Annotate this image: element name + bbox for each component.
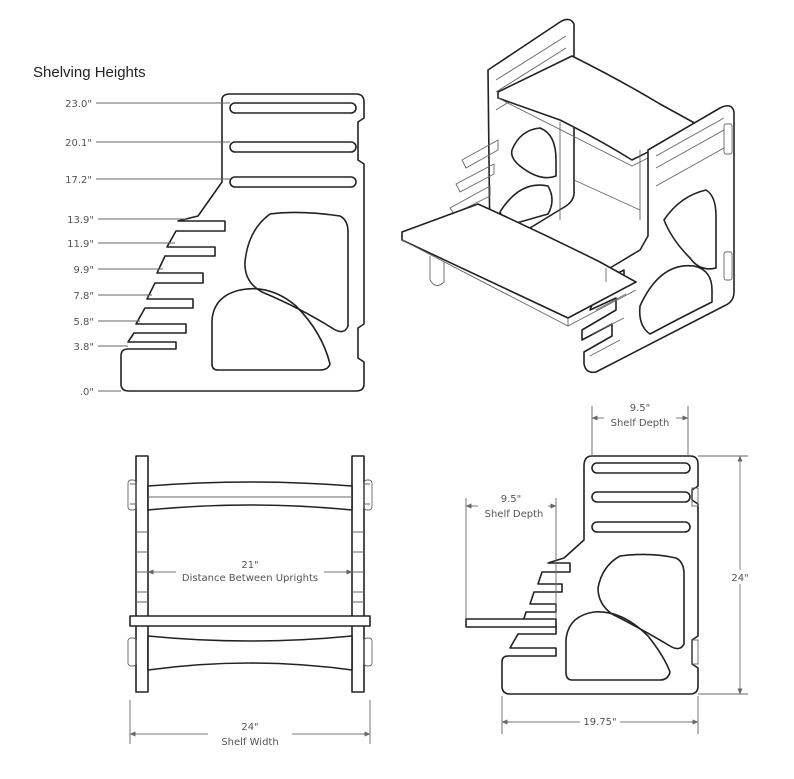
side-slot-3 [591,521,691,533]
cutout-upper [244,211,349,333]
left-upright [135,455,149,693]
width-label: Shelf Width [221,737,278,748]
front-bottom-board [129,615,371,627]
page-title: Shelving Heights [33,64,146,81]
iso-front-panel [581,104,735,374]
height-label-13: 13.9" [67,215,94,226]
slot-17 [229,176,357,188]
front-top-shelf [147,481,353,511]
cutout-lower [211,287,331,371]
side-panel-outline [120,93,365,392]
isometric-view [401,18,735,374]
height-label-3: 3.8" [73,342,94,353]
front-view: 21" Distance Between Uprights 24" Shelf … [127,455,373,748]
depth-left-value: 9.5" [501,494,522,505]
height-value: 24" [731,573,748,584]
height-label-17: 17.2" [65,175,92,186]
side-elevation: 9.5" Shelf Depth 9.5" Shelf Depth 24" 19… [465,400,752,734]
slot-23 [229,102,357,114]
height-label-23: 23.0" [65,99,92,110]
heights-profile: 23.0" 20.1" 17.2" 13.9" 11.9" 9.9" 7.8" … [65,93,365,398]
height-label-0: .0" [80,387,94,398]
front-bottom-shelf [147,635,353,671]
height-leaders [96,102,230,392]
depth-left-label: Shelf Depth [485,509,544,520]
depth-top-label: Shelf Depth [611,418,670,429]
right-upright [351,455,365,693]
base-value: 19.75" [583,717,616,728]
slot-20 [229,141,357,153]
side-slot-2 [591,491,691,503]
height-label-11: 11.9" [67,239,94,250]
uprights-label: Distance Between Uprights [182,573,318,584]
width-value: 24" [241,722,258,733]
uprights-value: 21" [241,560,258,571]
height-label-9: 9.9" [73,265,94,276]
depth-top-value: 9.5" [630,403,651,414]
side-shelf-board [465,618,557,628]
height-label-20: 20.1" [65,138,92,149]
height-label-7: 7.8" [73,291,94,302]
height-label-5: 5.8" [73,317,94,328]
side-slot-1 [591,462,691,474]
